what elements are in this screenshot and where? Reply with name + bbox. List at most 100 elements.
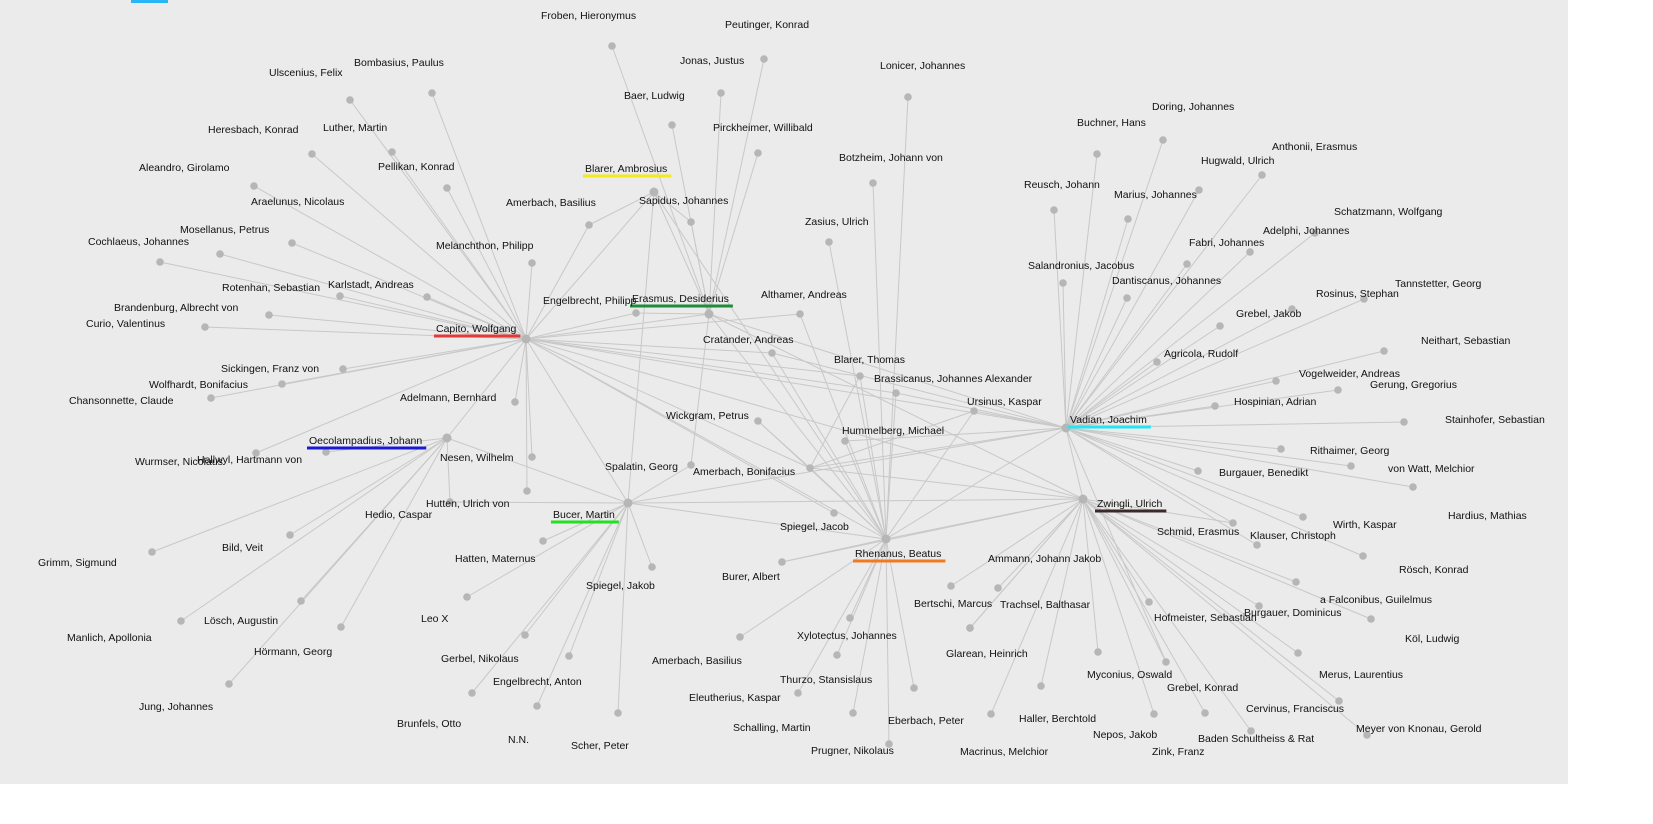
- label-burgauerD[interactable]: Burgauer, Dominicus: [1244, 607, 1341, 619]
- label-hatten[interactable]: Hatten, Maternus: [455, 553, 536, 565]
- label-dantiscanus[interactable]: Dantiscanus, Johannes: [1112, 275, 1221, 287]
- label-myconius[interactable]: Myconius, Oswald: [1087, 669, 1172, 681]
- node-grebelJ[interactable]: [1216, 322, 1224, 330]
- label-klauser[interactable]: Klauser, Christoph: [1250, 530, 1336, 542]
- node-hedio[interactable]: [446, 498, 454, 506]
- node-jung[interactable]: [225, 680, 233, 688]
- node-wurmser[interactable]: [322, 448, 330, 456]
- label-hutten[interactable]: Hutten, Ulrich von: [426, 498, 510, 510]
- node-araelunus[interactable]: [288, 239, 296, 247]
- node-spalatin[interactable]: [687, 461, 695, 469]
- node-sickingen[interactable]: [339, 365, 347, 373]
- node-zink[interactable]: [1201, 709, 1209, 717]
- node-hugwald[interactable]: [1195, 186, 1203, 194]
- label-fabri[interactable]: Fabri, Johannes: [1189, 237, 1264, 249]
- node-haller[interactable]: [1037, 682, 1045, 690]
- label-spiegelJak[interactable]: Spiegel, Jakob: [586, 580, 655, 592]
- node-burgauerD[interactable]: [1255, 602, 1263, 610]
- label-burer[interactable]: Burer, Albert: [722, 571, 780, 583]
- node-curio[interactable]: [201, 323, 209, 331]
- node-brandenburg[interactable]: [265, 311, 273, 319]
- label-schalling[interactable]: Schalling, Martin: [733, 722, 811, 734]
- node-hardius[interactable]: [1409, 483, 1417, 491]
- node-nepos[interactable]: [1150, 710, 1158, 718]
- label-rotenhan[interactable]: Rotenhan, Sebastian: [222, 282, 320, 294]
- label-grebelJ[interactable]: Grebel, Jakob: [1236, 308, 1302, 320]
- node-rotenhan[interactable]: [336, 292, 344, 300]
- node-brassicanus[interactable]: [892, 389, 900, 397]
- node-agricola[interactable]: [1153, 358, 1161, 366]
- node-sapidus[interactable]: [687, 218, 695, 226]
- label-leox[interactable]: Leo X: [421, 613, 448, 625]
- node-gerung[interactable]: [1334, 386, 1342, 394]
- label-bombasius[interactable]: Bombasius, Paulus: [354, 57, 444, 69]
- label-oeco[interactable]: Oecolampadius, Johann: [309, 435, 422, 447]
- node-capito[interactable]: [521, 334, 531, 344]
- label-adelphi[interactable]: Adelphi, Johannes: [1263, 225, 1349, 237]
- label-reusch[interactable]: Reusch, Johann: [1024, 179, 1100, 191]
- label-spalatin[interactable]: Spalatin, Georg: [605, 461, 678, 473]
- node-zwingli[interactable]: [1078, 494, 1088, 504]
- node-koel[interactable]: [1367, 615, 1375, 623]
- label-stainhofer[interactable]: Stainhofer, Sebastian: [1445, 414, 1545, 426]
- label-melanchthon[interactable]: Melanchthon, Philipp: [436, 240, 534, 252]
- node-meyer[interactable]: [1363, 731, 1371, 739]
- label-roesch[interactable]: Rösch, Konrad: [1399, 564, 1469, 576]
- node-engelbrechtP[interactable]: [632, 309, 640, 317]
- label-hofmeister[interactable]: Hofmeister, Sebastian: [1154, 612, 1257, 624]
- label-schatzmann[interactable]: Schatzmann, Wolfgang: [1334, 206, 1443, 218]
- label-nn[interactable]: N.N.: [508, 734, 529, 746]
- node-adelmann[interactable]: [511, 398, 519, 406]
- label-engelbrechtP[interactable]: Engelbrecht, Philipp: [543, 295, 637, 307]
- node-adelphi[interactable]: [1246, 248, 1254, 256]
- label-hugwald[interactable]: Hugwald, Ulrich: [1201, 155, 1275, 167]
- node-bucer[interactable]: [623, 498, 633, 508]
- label-baden[interactable]: Baden Schultheiss & Rat: [1198, 733, 1314, 745]
- node-anthonii[interactable]: [1258, 171, 1266, 179]
- node-scher[interactable]: [614, 709, 622, 717]
- label-karlstadt[interactable]: Karlstadt, Andreas: [328, 279, 414, 291]
- label-curio[interactable]: Curio, Valentinus: [86, 318, 165, 330]
- label-macrinus[interactable]: Macrinus, Melchior: [960, 746, 1049, 758]
- node-vonwatt[interactable]: [1347, 462, 1355, 470]
- node-nn[interactable]: [468, 689, 476, 697]
- node-lonicer[interactable]: [904, 93, 912, 101]
- node-luther[interactable]: [388, 148, 396, 156]
- node-klauser[interactable]: [1253, 541, 1261, 549]
- node-buchner[interactable]: [1093, 150, 1101, 158]
- label-hardius[interactable]: Hardius, Mathias: [1448, 510, 1527, 522]
- label-heresbach[interactable]: Heresbach, Konrad: [208, 124, 299, 136]
- node-botzheim[interactable]: [869, 179, 877, 187]
- label-cochlaeus[interactable]: Cochlaeus, Johannes: [88, 236, 189, 248]
- label-vonwatt[interactable]: von Watt, Melchior: [1388, 463, 1475, 475]
- node-grebelK[interactable]: [1162, 658, 1170, 666]
- label-brunfels[interactable]: Brunfels, Otto: [397, 718, 461, 730]
- label-tannstetter[interactable]: Tannstetter, Georg: [1395, 278, 1482, 290]
- node-amerbachBon[interactable]: [806, 464, 814, 472]
- label-wurmser[interactable]: Wurmser, Nicolaus: [135, 456, 223, 468]
- label-buchner[interactable]: Buchner, Hans: [1077, 117, 1146, 129]
- node-ammann[interactable]: [947, 582, 955, 590]
- node-bombasius[interactable]: [428, 89, 436, 97]
- label-wirth[interactable]: Wirth, Kaspar: [1333, 519, 1397, 531]
- node-roesch[interactable]: [1359, 552, 1367, 560]
- node-pirckheimer[interactable]: [754, 149, 762, 157]
- node-heresbach[interactable]: [308, 150, 316, 158]
- node-baer[interactable]: [668, 121, 676, 129]
- label-hedio[interactable]: Hedio, Caspar: [365, 509, 433, 521]
- label-eleutherius[interactable]: Eleutherius, Kaspar: [689, 692, 781, 704]
- node-baden[interactable]: [1247, 727, 1255, 735]
- label-nesen[interactable]: Nesen, Wilhelm: [440, 452, 514, 464]
- label-koel[interactable]: Köl, Ludwig: [1405, 633, 1459, 645]
- node-jonas[interactable]: [717, 89, 725, 97]
- node-peutinger[interactable]: [760, 55, 768, 63]
- node-eberbach[interactable]: [910, 684, 918, 692]
- label-peutinger[interactable]: Peutinger, Konrad: [725, 19, 809, 31]
- label-zink[interactable]: Zink, Franz: [1152, 746, 1205, 758]
- label-gerbelN[interactable]: Gerbel, Nikolaus: [441, 653, 519, 665]
- node-ursinus[interactable]: [970, 407, 978, 415]
- node-chansonnette[interactable]: [207, 394, 215, 402]
- node-prugner[interactable]: [885, 740, 893, 748]
- label-thurzo[interactable]: Thurzo, Stansislaus: [780, 674, 872, 686]
- label-scher[interactable]: Scher, Peter: [571, 740, 629, 752]
